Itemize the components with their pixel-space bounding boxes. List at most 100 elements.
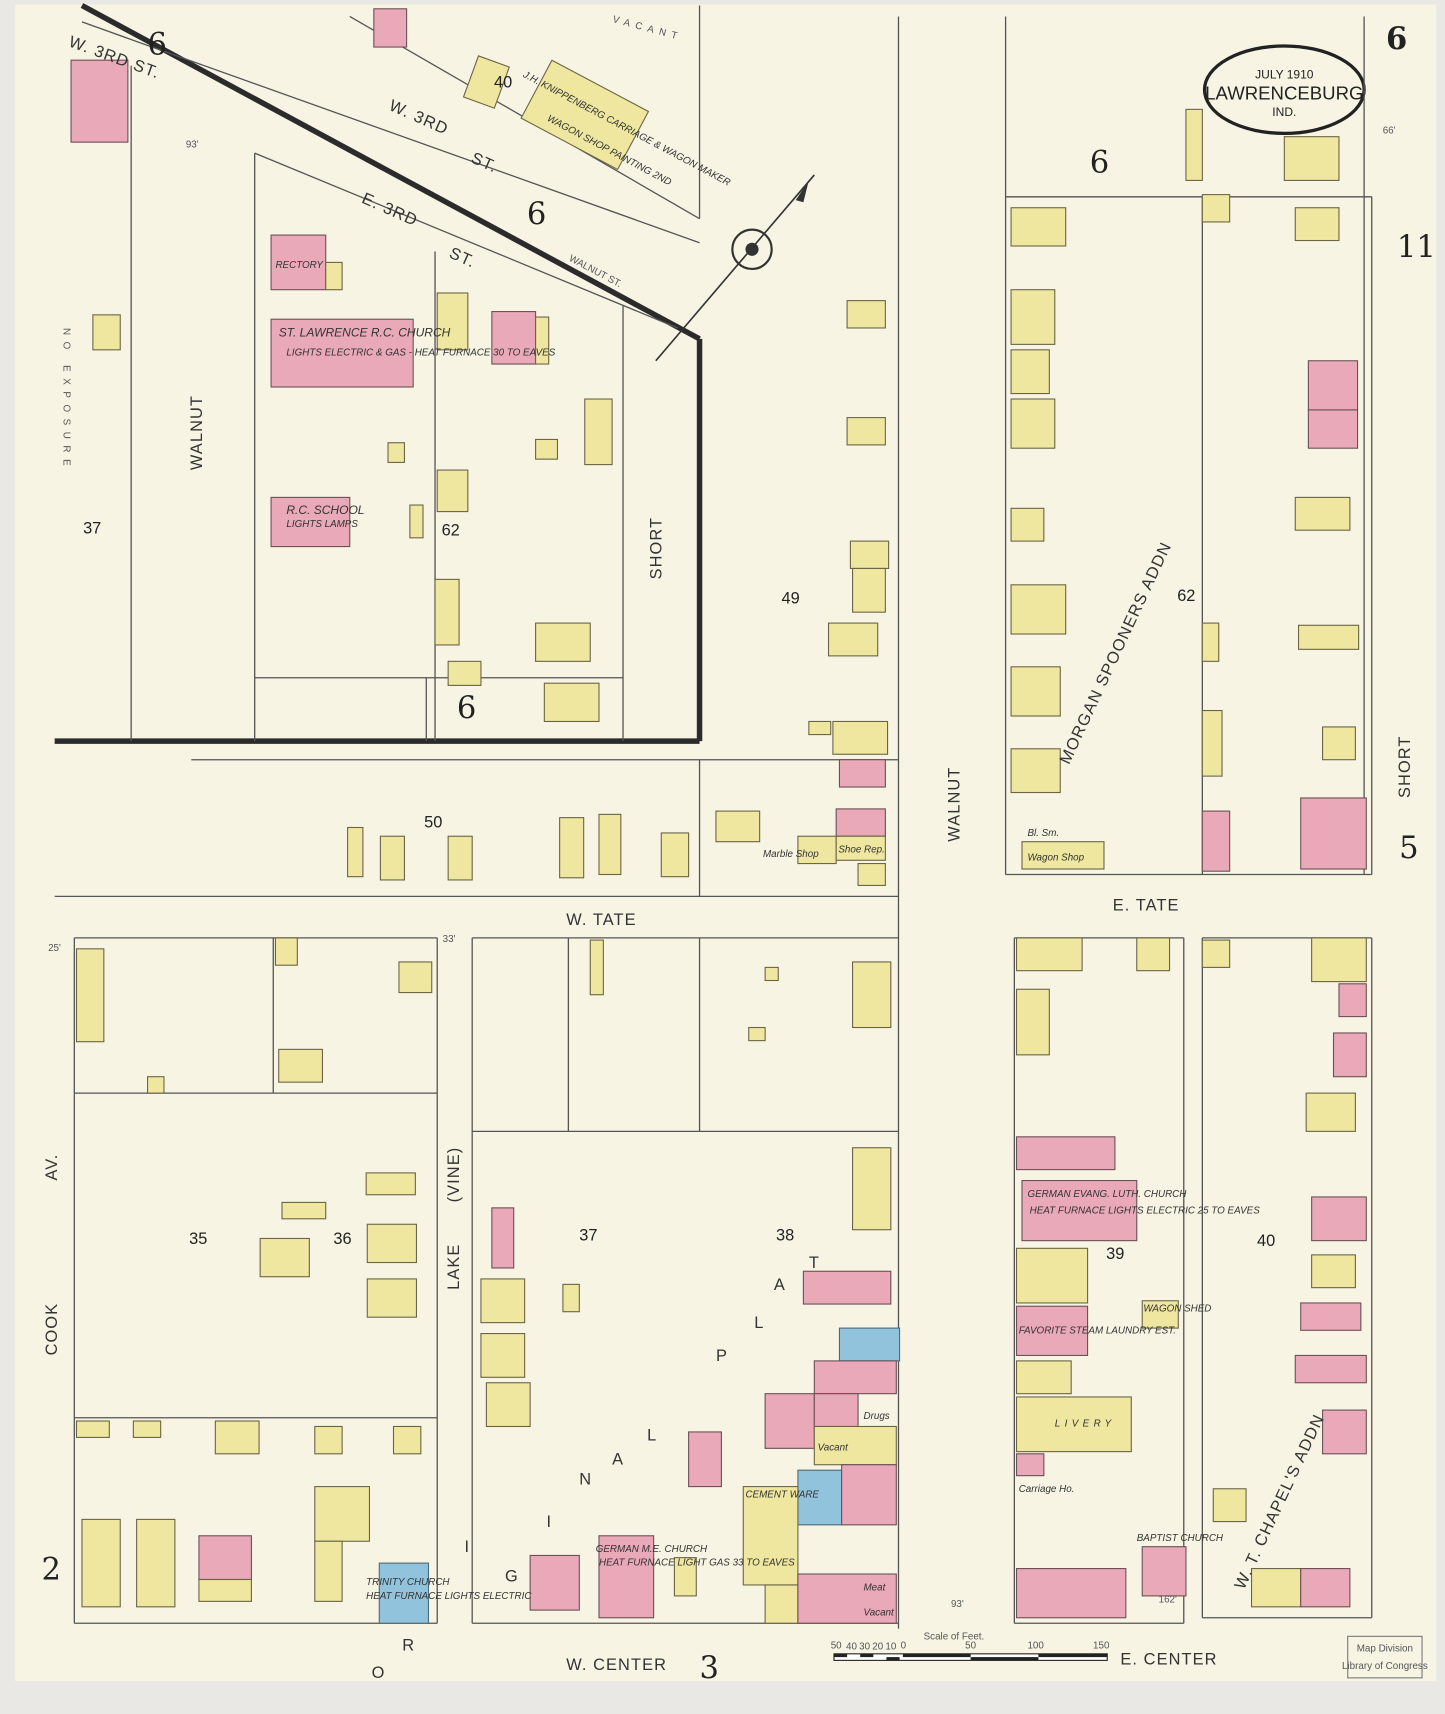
sheet-ref: 6	[527, 197, 546, 232]
no-exposure-label: NO EXPOSURE	[60, 328, 71, 472]
street-short-right: SHORT	[1396, 735, 1414, 797]
scale-tick: 50	[965, 1640, 976, 1651]
buildings	[70, 8, 1367, 1624]
label-german-evang: GERMAN EVANG. LUTH. CHURCH	[1027, 1189, 1187, 1200]
label-vacant: Vacant	[818, 1443, 850, 1454]
label-wagon-shed: WAGON SHED	[1143, 1304, 1211, 1315]
plat-letter: I	[547, 1513, 553, 1531]
label-shoe-rep: Shoe Rep.	[838, 845, 884, 856]
sheet-number: 6	[1386, 21, 1407, 57]
dim: 93'	[186, 140, 199, 151]
scale-tick: 20	[872, 1641, 883, 1652]
block-number: 37	[579, 1227, 597, 1245]
sheet-ref: 3	[700, 1651, 719, 1686]
scale-tick: 50	[831, 1640, 842, 1651]
street-walnut-left: WALNUT	[188, 395, 206, 470]
scale-tick: 100	[1027, 1640, 1044, 1651]
trinity-church	[378, 1562, 430, 1624]
label-livery: LIVERY	[1055, 1418, 1116, 1429]
label-vacant-2: Vacant	[864, 1608, 896, 1619]
sheet-ref: 2	[42, 1553, 61, 1588]
label-st-lawrence: ST. LAWRENCE R.C. CHURCH	[279, 326, 451, 340]
plat-letter: I	[465, 1538, 471, 1556]
block-number: 36	[333, 1230, 351, 1248]
label-rectory: RECTORY	[275, 260, 324, 271]
block-number: 39	[1106, 1245, 1124, 1263]
street-cook-av: AV.	[43, 1154, 61, 1181]
dim: 93'	[951, 1599, 964, 1610]
dim: 25'	[48, 943, 61, 954]
label-baptist: BAPTIST CHURCH	[1137, 1533, 1224, 1544]
plat-letter: L	[754, 1314, 764, 1332]
label-german-evang-note: HEAT FURNACE LIGHTS ELECTRIC 25 TO EAVES	[1030, 1205, 1261, 1216]
street-vine: (VINE)	[445, 1147, 463, 1203]
rectory	[270, 234, 327, 291]
library-stamp: Map Division Library of Congress	[1342, 1635, 1428, 1679]
stamp-line1: Map Division	[1357, 1644, 1413, 1655]
label-wagon-shop-2: Wagon Shop	[1027, 852, 1084, 863]
plat-letter: P	[716, 1347, 728, 1365]
street-short-left: SHORT	[647, 517, 665, 579]
scale-tick: 150	[1093, 1640, 1110, 1651]
adjoining-sheet-numbers: 6 6 6 6 11 5 2 3	[42, 28, 1436, 1686]
german-me-church	[598, 1535, 655, 1619]
block-number: 40	[1257, 1232, 1275, 1250]
compass-rose-icon	[655, 174, 815, 362]
plat-letter: R	[402, 1637, 415, 1655]
label-rc-school: R.C. SCHOOL	[286, 503, 364, 517]
sheet-ref: 5	[1399, 831, 1418, 866]
livery	[1015, 1396, 1132, 1453]
rc-school	[270, 496, 351, 548]
plat-letter: G	[505, 1568, 519, 1586]
plat-letter: N	[579, 1470, 592, 1488]
paper	[15, 4, 1437, 1682]
map-city: LAWRENCEBURG	[1205, 83, 1363, 104]
block-number: 50	[424, 813, 442, 831]
plat-letter: A	[612, 1451, 624, 1469]
label-trinity-note: HEAT FURNACE LIGHTS ELECTRIC	[366, 1591, 532, 1602]
plat-letter: T	[809, 1254, 820, 1272]
plat-letter: A	[774, 1276, 786, 1294]
dimension-notes: 93' 66' 33' 25' 162' 93'	[48, 125, 1396, 1609]
block-number: 62	[442, 522, 460, 540]
knippenberg-wagon-shop	[520, 59, 650, 171]
label-drugs: Drugs	[864, 1411, 890, 1422]
label-german-me: GERMAN M.E. CHURCH	[596, 1544, 708, 1555]
block-number: 35	[189, 1230, 207, 1248]
scale-tick: 10	[885, 1641, 896, 1652]
street-e-tate: E. TATE	[1113, 897, 1180, 915]
street-e-center: E. CENTER	[1120, 1651, 1217, 1669]
block-number: 40	[494, 73, 512, 91]
dim: 33'	[443, 934, 456, 945]
map-date: JULY 1910	[1255, 68, 1314, 82]
st-lawrence-church	[270, 318, 414, 388]
sheet-ref: 6	[457, 691, 476, 726]
laundry	[1015, 1305, 1089, 1356]
german-evang-church	[1021, 1179, 1138, 1242]
original-plat-label: O R I G I N A L P L A T	[372, 1254, 820, 1682]
label-meat: Meat	[864, 1582, 887, 1593]
label-laundry: FAVORITE STEAM LAUNDRY EST.	[1019, 1326, 1176, 1337]
block-numbers: 40 62 37 49 50 35 36 37 38 39 40 62	[83, 73, 1275, 1263]
block-number: 62	[1177, 587, 1195, 605]
label-german-me-note: HEAT FURNACE LIGHT GAS 33 TO EAVES	[599, 1557, 795, 1568]
street-lake: LAKE	[445, 1244, 463, 1290]
label-st-lawrence-note: LIGHTS ELECTRIC & GAS - HEAT FURNACE 30 …	[286, 347, 555, 358]
street-w-center: W. CENTER	[566, 1656, 667, 1674]
block-number: 37	[83, 519, 101, 537]
dim: 66'	[1383, 125, 1396, 136]
scale-tick: 0	[901, 1640, 907, 1651]
sheet-ref: 11	[1397, 230, 1436, 265]
stamp-line2: Library of Congress	[1342, 1661, 1428, 1672]
label-marble-shop: Marble Shop	[763, 849, 819, 860]
block-number: 49	[782, 589, 800, 607]
sheet-ref: 6	[1090, 146, 1109, 181]
street-walnut-mid: WALNUT	[946, 767, 964, 842]
dim: 162'	[1159, 1594, 1177, 1605]
scale-tick: 30	[859, 1641, 870, 1652]
map-state: IND.	[1272, 105, 1296, 119]
building-labels: J.H. KNIPPENBERG CARRIAGE & WAGON MAKER …	[275, 69, 1260, 1619]
baptist-church	[1141, 1546, 1187, 1597]
block-number: 38	[776, 1227, 794, 1245]
